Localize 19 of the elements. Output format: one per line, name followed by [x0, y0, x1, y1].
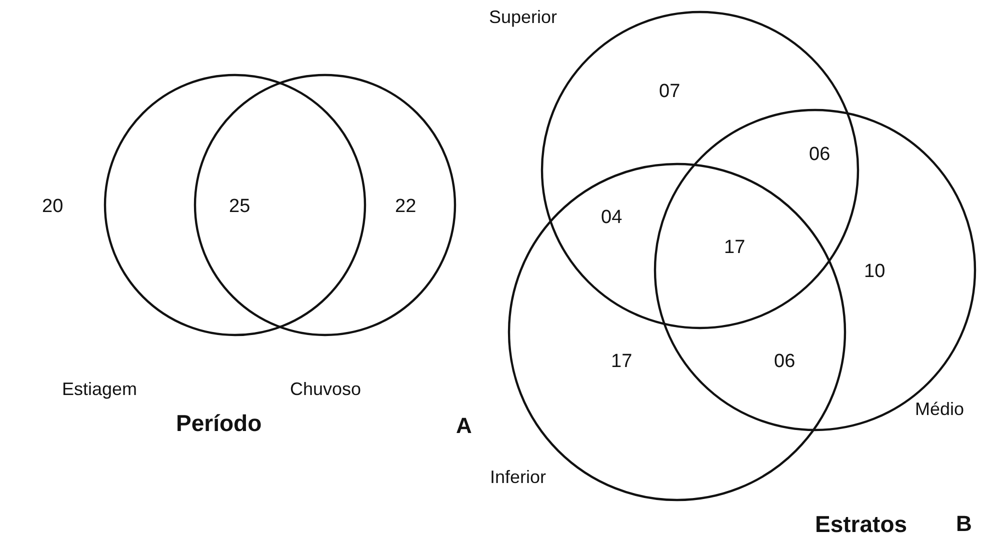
- count-label: 10: [864, 262, 886, 281]
- count-label: 06: [809, 145, 830, 164]
- count-label: 07: [659, 82, 680, 101]
- set-label: Médio: [915, 400, 964, 418]
- count-label: 06: [774, 352, 796, 371]
- panel-letter: A: [456, 415, 472, 437]
- set-label: Estiagem: [62, 380, 138, 398]
- count-label: 17: [611, 352, 632, 371]
- panel-letter: B: [956, 513, 972, 535]
- set-label: Chuvoso: [290, 380, 362, 398]
- count-label: 22: [395, 197, 416, 216]
- count-label: 04: [601, 208, 622, 227]
- count-label: 25: [229, 197, 250, 216]
- set-label: Inferior: [490, 468, 546, 486]
- count-label: 20: [42, 197, 64, 216]
- panel-title: Período: [176, 412, 262, 435]
- set-label: Superior: [489, 8, 558, 26]
- count-label: 17: [724, 238, 746, 257]
- panel-title: Estratos: [815, 513, 908, 536]
